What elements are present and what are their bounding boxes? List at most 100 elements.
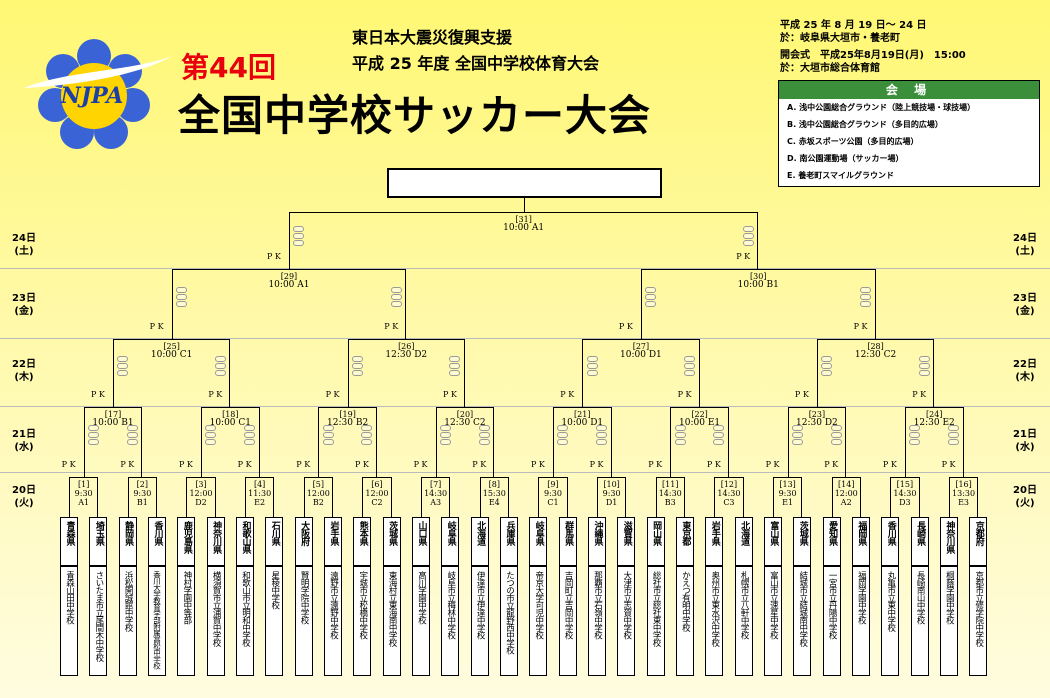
pk-label: P K (530, 460, 545, 469)
pk-label: P K (178, 460, 193, 469)
score-slot (947, 425, 961, 445)
score-slot (439, 425, 453, 445)
pk-label: P K (354, 460, 369, 469)
score-slot (213, 356, 227, 376)
team-school: 東海村立東海南中学校 (382, 566, 401, 676)
match-label: [24]12:30 E2 (913, 410, 955, 428)
day-divider (0, 472, 1050, 473)
day-label: 21日(水) (1013, 429, 1037, 453)
svg-text:NJPA: NJPA (60, 83, 124, 109)
match-label: [28]12:30 C2 (854, 342, 897, 360)
score-slot (87, 425, 101, 445)
team-prefecture: 福岡県 (851, 517, 870, 566)
day-label: 21日(水) (12, 429, 36, 453)
pk-label: P K (824, 460, 839, 469)
pk-label: P K (618, 322, 633, 331)
pk-label: P K (472, 460, 487, 469)
team-prefecture: 静岡県 (118, 517, 137, 566)
njpa-logo-icon: NJPA (24, 39, 172, 149)
venue-item: B. 浅中公園総合グラウンド（多目的広場） (787, 120, 943, 129)
day-label: 22日(木) (1013, 359, 1037, 383)
bracket-line (112, 339, 231, 407)
team-school: 那覇市立石嶺中学校 (587, 566, 606, 676)
team-school: 浜松開誠館中学校 (118, 566, 137, 676)
bracket-line (816, 339, 935, 407)
team-school: 和歌山市立明和中学校 (235, 566, 254, 676)
score-slot (683, 356, 697, 376)
team-prefecture: 熊本県 (353, 517, 372, 566)
day-label: 23日(金) (1013, 293, 1037, 317)
team-prefecture: 北海道 (734, 517, 753, 566)
score-slot (859, 287, 873, 307)
day-label: 20日(火) (1013, 485, 1037, 509)
pk-label: P K (736, 252, 751, 261)
bracket-line (171, 269, 407, 339)
match-label: [19]12:30 B2 (327, 410, 369, 428)
team-prefecture: 茨城県 (382, 517, 401, 566)
day-divider (0, 406, 1050, 407)
opening-ceremony: 開会式 平成25年8月19日(月) 15:00 (780, 50, 966, 61)
team-school: 富山市立速星中学校 (763, 566, 782, 676)
score-slot (360, 425, 374, 445)
bracket-line (69, 477, 99, 517)
score-slot (595, 425, 609, 445)
team-prefecture: 北海道 (470, 517, 489, 566)
pk-label: P K (941, 460, 956, 469)
score-slot (448, 356, 462, 376)
event-dates: 平成 25 年 8 月 19 日～ 24 日 (780, 20, 927, 31)
team-school: 福岡学園中学校 (851, 566, 870, 676)
match-label: [27]10:00 D1 (620, 342, 662, 360)
champion-box (387, 168, 662, 198)
venue-list: 会 場 A. 浅中公園総合グラウンド（陸上競技場・球技場） B. 浅中公園総合グ… (778, 80, 1040, 187)
team-prefecture: 神奈川県 (939, 517, 958, 566)
bracket-line (890, 477, 920, 517)
pk-label: P K (61, 460, 76, 469)
pk-label: P K (648, 460, 663, 469)
score-slot (204, 425, 218, 445)
team-school: 桐蔭学園中学校 (939, 566, 958, 676)
team-prefecture: 愛知県 (822, 517, 841, 566)
team-prefecture: 沖縄県 (587, 517, 606, 566)
pk-label: P K (912, 390, 927, 399)
team-school: 京都市立修学院中学校 (969, 566, 988, 676)
team-prefecture: 香川県 (147, 517, 166, 566)
pk-label: P K (90, 390, 105, 399)
team-school: 賢明学院中学校 (294, 566, 313, 676)
score-slot (673, 425, 687, 445)
team-prefecture: 鹿児島県 (177, 517, 196, 566)
team-prefecture: 茨城県 (793, 517, 812, 566)
bracket-line (552, 407, 612, 477)
pk-label: P K (413, 460, 428, 469)
bracket-line (670, 407, 729, 477)
team-school: たつの市立龍野西中学校 (499, 566, 518, 676)
match-label: [25]10:00 C1 (150, 342, 193, 360)
score-slot (820, 356, 834, 376)
bracket-line (288, 212, 759, 269)
bracket-line (787, 407, 847, 477)
bracket-line (200, 407, 260, 477)
pk-label: P K (882, 460, 897, 469)
team-prefecture: 大阪府 (294, 517, 313, 566)
team-school: 星稜中学校 (265, 566, 284, 676)
match-label: [23]12:30 D2 (796, 410, 838, 428)
team-school: 帝京大学可児中学校 (529, 566, 548, 676)
team-prefecture: 山口県 (411, 517, 430, 566)
team-prefecture: 京都府 (969, 517, 988, 566)
team-prefecture: 青森県 (60, 517, 78, 566)
team-prefecture: 滋賀県 (617, 517, 636, 566)
score-slot (712, 425, 726, 445)
day-label: 20日(火) (12, 485, 36, 509)
venue-item: E. 養老町スマイルグラウンド (787, 171, 895, 180)
team-prefecture: 神奈川県 (206, 517, 225, 566)
team-school: 青森山田中学校 (60, 566, 78, 676)
bracket-line (582, 339, 700, 407)
team-school: 神村学園中等部 (177, 566, 196, 676)
team-school: 丸亀市立東中学校 (881, 566, 900, 676)
